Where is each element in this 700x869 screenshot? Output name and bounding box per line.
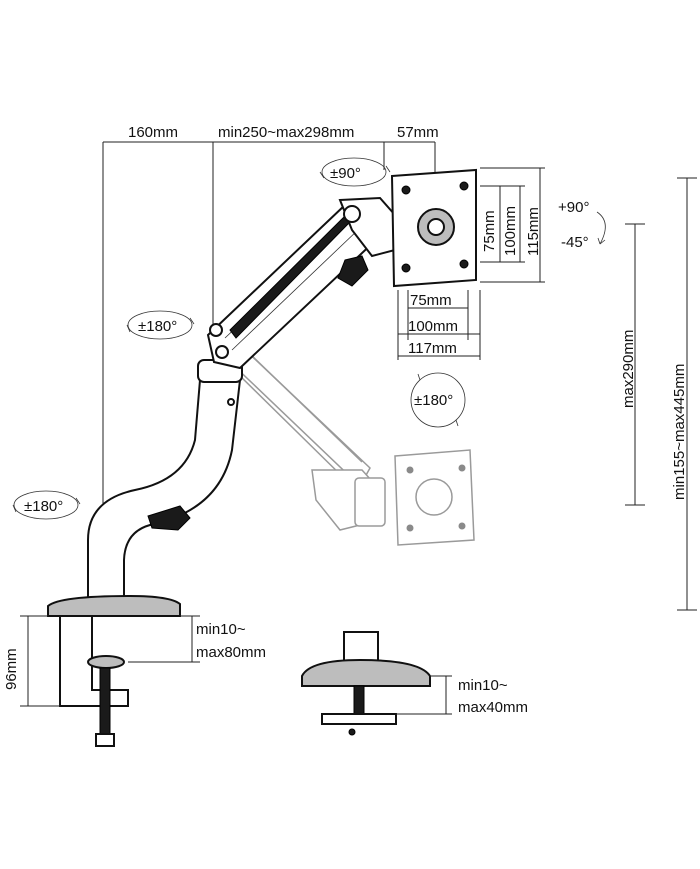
vesa-h100-label: 100mm bbox=[408, 318, 458, 335]
vesa-v75-label: 75mm bbox=[481, 210, 498, 252]
max-height-label: max290mm bbox=[620, 330, 637, 408]
clamp-range-line1: min10~ bbox=[196, 621, 246, 638]
vesa-plate bbox=[390, 168, 477, 288]
arm-reach-label: 160mm bbox=[128, 124, 178, 141]
arm-lowered-ghost bbox=[226, 343, 475, 546]
total-height-label: min155~max445mm bbox=[671, 364, 688, 500]
plate-offset-label: 57mm bbox=[397, 124, 439, 141]
vesa-h75-label: 75mm bbox=[410, 292, 452, 309]
clamp-range-line2: max80mm bbox=[196, 644, 266, 661]
head-swivel-label: ±90° bbox=[330, 165, 361, 182]
tilt-down-label: -45° bbox=[561, 234, 589, 251]
plate-width-label: 117mm bbox=[408, 340, 457, 357]
plate-height-label: 115mm bbox=[525, 207, 542, 256]
arm-upper bbox=[87, 196, 396, 601]
elbow-rotation-label: ±180° bbox=[138, 318, 177, 335]
vesa-v100-label: 100mm bbox=[502, 206, 519, 256]
rotation-elbow: ±180° bbox=[126, 310, 195, 340]
rotation-display: ±180° bbox=[410, 372, 466, 428]
desk-clamp bbox=[20, 594, 200, 747]
rotation-base: ±180° bbox=[12, 490, 81, 520]
base-rotation-label: ±180° bbox=[24, 498, 63, 515]
grommet-range-line1: min10~ bbox=[458, 677, 508, 694]
clamp-height-label: 96mm bbox=[3, 648, 20, 690]
tilt-up-label: +90° bbox=[558, 199, 589, 216]
grommet-range-line2: max40mm bbox=[458, 699, 528, 716]
grommet-mount bbox=[301, 631, 452, 736]
rotation-tilt: +90° -45° bbox=[558, 199, 606, 251]
arm-extension-label: min250~max298mm bbox=[218, 124, 354, 141]
height-dimension-lines bbox=[480, 167, 697, 611]
vesa-width-lines bbox=[397, 290, 481, 360]
display-rotation-label: ±180° bbox=[414, 392, 453, 409]
rotation-head-swivel: ±90° bbox=[319, 157, 391, 187]
